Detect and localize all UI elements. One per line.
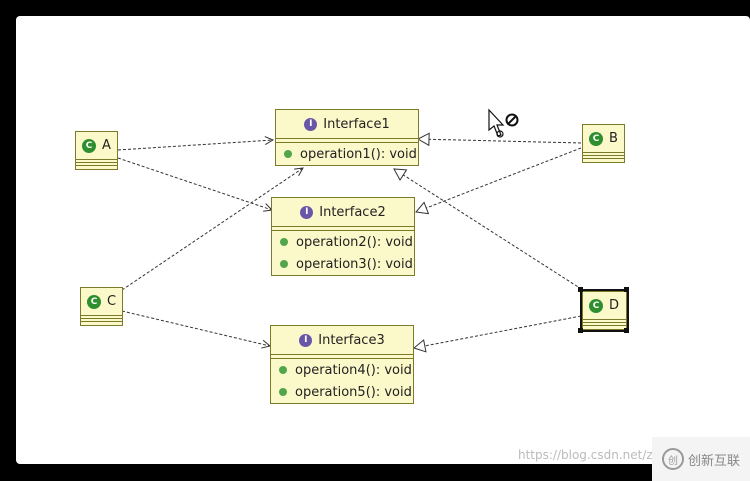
- operation-row: operation3(): void: [272, 253, 414, 275]
- brand-watermark: 创 创新互联: [652, 437, 750, 481]
- no-drop-icon: [505, 113, 519, 127]
- interface2-name: Interface2: [319, 204, 386, 220]
- watermark-url: https://blog.csdn.net/zi: [518, 448, 656, 462]
- class-d-name: D: [609, 298, 620, 313]
- class-icon: C: [87, 294, 101, 309]
- resize-handle[interactable]: [624, 287, 629, 292]
- operation-label: operation5(): void: [295, 384, 412, 400]
- interface-icon: I: [304, 117, 318, 131]
- resize-handle[interactable]: [578, 287, 583, 292]
- interface-icon: I: [299, 333, 313, 347]
- brand-logo-icon: 创: [661, 448, 684, 470]
- public-method-icon: [280, 238, 288, 246]
- cursor-icon: [488, 108, 505, 138]
- realization-b-interface1: [416, 132, 582, 147]
- operation-label: operation4(): void: [295, 362, 412, 378]
- interface2-box[interactable]: I Interface2 operation2(): void operation…: [271, 197, 415, 276]
- public-method-icon: [284, 150, 292, 158]
- operation-label: operation3(): void: [296, 256, 413, 272]
- class-a-name: A: [102, 138, 111, 153]
- operation-label: operation1(): void: [300, 146, 417, 162]
- dependency-c-interface3: [121, 310, 270, 346]
- class-icon: C: [589, 131, 603, 146]
- interface3-name: Interface3: [318, 332, 385, 348]
- interface-icon: I: [300, 205, 314, 219]
- class-c-name: C: [107, 294, 117, 309]
- resize-handle[interactable]: [578, 328, 583, 333]
- operation-label: operation2(): void: [296, 234, 413, 250]
- class-b-name: B: [609, 131, 618, 146]
- realization-d-interface3: [412, 315, 582, 353]
- class-icon: C: [589, 298, 603, 313]
- realization-d-interface1: [393, 168, 587, 293]
- class-icon: C: [82, 138, 96, 153]
- interface3-box[interactable]: I Interface3 operation4(): void operation…: [270, 325, 414, 404]
- operation-row: operation1(): void: [276, 143, 418, 165]
- realization-b-interface2: [415, 147, 582, 215]
- dependency-a-interface2: [117, 157, 272, 210]
- interface1-name: Interface1: [323, 116, 390, 132]
- resize-handle[interactable]: [624, 328, 629, 333]
- interface1-box[interactable]: I Interface1 operation1(): void: [275, 109, 419, 166]
- operation-row: operation4(): void: [271, 359, 413, 381]
- operation-row: operation2(): void: [272, 231, 414, 253]
- dependency-a-interface1: [117, 140, 273, 151]
- operation-row: operation5(): void: [271, 381, 413, 403]
- public-method-icon: [280, 260, 288, 268]
- dependency-c-interface1: [121, 168, 303, 291]
- public-method-icon: [279, 388, 287, 396]
- brand-text: 创新互联: [687, 453, 740, 469]
- public-method-icon: [279, 366, 287, 374]
